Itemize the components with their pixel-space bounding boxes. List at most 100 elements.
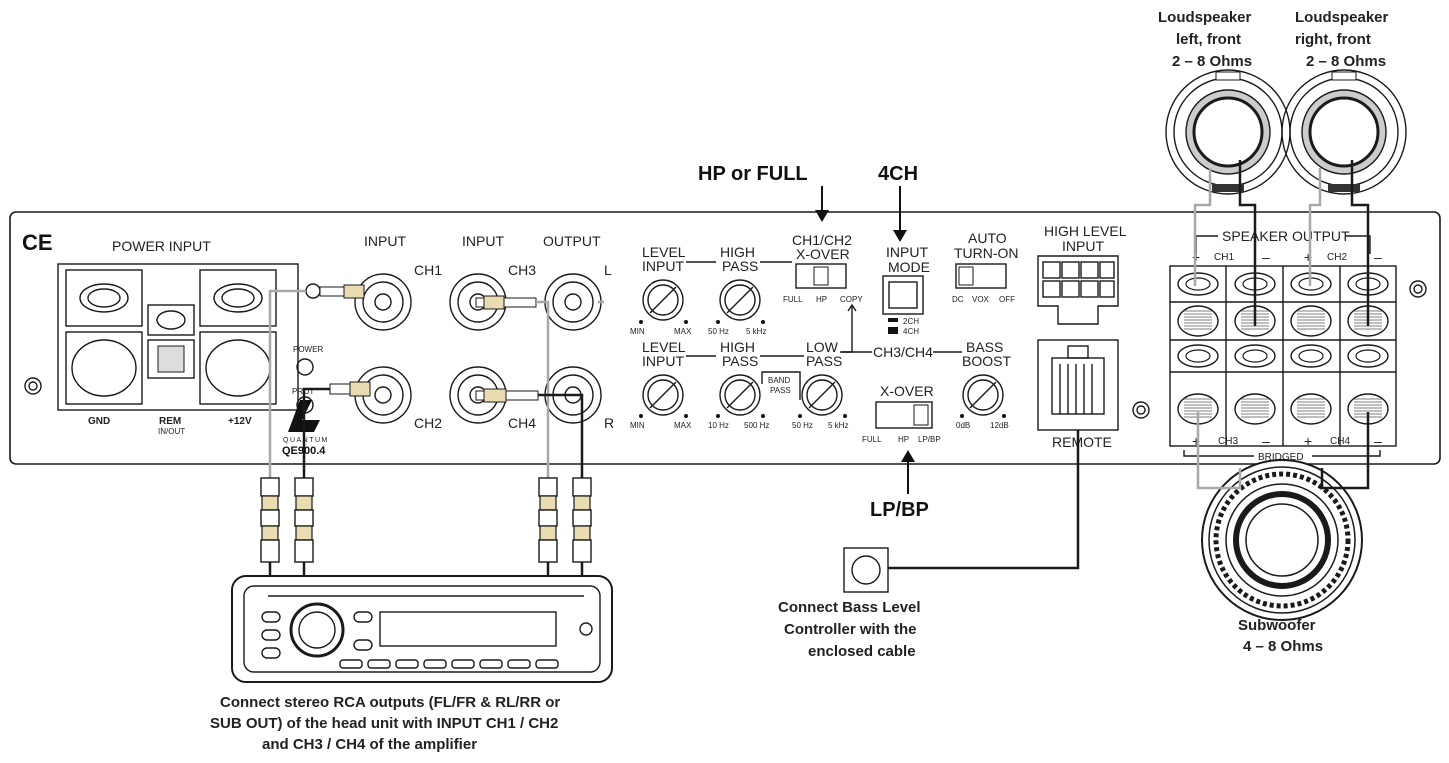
terminal-clamp-icon	[1290, 393, 1332, 425]
rear-highpass-knob[interactable]	[719, 374, 761, 416]
auto-turn-on-switch[interactable]	[955, 263, 1007, 289]
terminal-screw-icon[interactable]	[1347, 344, 1389, 368]
terminal-screw-icon[interactable]	[1234, 344, 1276, 368]
rear-level-min: MIN	[630, 421, 645, 430]
rear-lp-1: LOW	[806, 339, 839, 355]
rca-plug-ch3	[475, 295, 537, 310]
auto-2: TURN-ON	[954, 245, 1019, 261]
input-ch1-label: INPUT	[364, 233, 406, 249]
bass-caption-3: enclosed cable	[808, 643, 916, 660]
out-l-label: L	[604, 262, 612, 278]
mount-screw-left	[24, 377, 42, 395]
front-sw-full: FULL	[783, 295, 803, 304]
remote-cable	[888, 430, 1080, 570]
rear-xover-switch[interactable]	[875, 401, 933, 429]
power-terminal-block	[57, 263, 299, 411]
rca-plug-ch4	[475, 388, 539, 403]
high-level-2: INPUT	[1062, 238, 1104, 254]
rear-hp-2: PASS	[722, 353, 758, 369]
terminal-screw-icon[interactable]	[1177, 344, 1219, 368]
rca-plug-icon	[572, 477, 592, 497]
gnd-label: GND	[88, 416, 110, 427]
output-label: OUTPUT	[543, 233, 601, 249]
rca-jack-ch1[interactable]	[354, 273, 412, 331]
front-highpass-knob[interactable]	[719, 279, 761, 321]
input-mode-2: MODE	[888, 259, 930, 275]
bass-boost-min: 0dB	[956, 421, 970, 430]
out-r-label: R	[604, 415, 614, 431]
rear-level-knob[interactable]	[642, 374, 684, 416]
band-pass-2: PASS	[770, 386, 791, 395]
left-speaker-line3: 2 – 8 Ohms	[1172, 53, 1252, 70]
rear-sw-hp: HP	[898, 435, 909, 444]
rear-ch34: CH3/CH4	[873, 344, 933, 360]
bass-boost-max: 12dB	[990, 421, 1009, 430]
power-led	[296, 358, 314, 376]
ce-mark: CE	[22, 230, 53, 255]
rear-bass-1: BASS	[966, 339, 1003, 355]
remote-port[interactable]	[1037, 339, 1119, 431]
rear-hp-1: HIGH	[720, 339, 755, 355]
rear-hp-min: 10 Hz	[708, 421, 729, 430]
high-level-input-connector[interactable]	[1037, 255, 1119, 325]
subwoofer	[1201, 459, 1363, 621]
terminal-screw-icon[interactable]	[1177, 272, 1219, 296]
mode-4ch: 4CH	[903, 327, 919, 336]
right-speaker-line1: Loudspeaker	[1295, 9, 1389, 26]
auto-off: OFF	[999, 295, 1015, 304]
power-led-label: POWER	[293, 345, 323, 354]
rca-cable-plugs	[260, 477, 592, 580]
rear-lowpass-knob[interactable]	[801, 374, 843, 416]
subwoofer-line2: 4 – 8 Ohms	[1243, 638, 1323, 655]
rem-sub-label: IN/OUT	[158, 427, 185, 436]
bass-level-controller[interactable]	[843, 547, 889, 593]
sub-plus-cable	[1196, 412, 1242, 490]
loudspeaker-left-front	[1165, 69, 1291, 195]
brand-sub-label: QUANTUM	[283, 437, 329, 444]
front-level-knob[interactable]	[642, 279, 684, 321]
mode-2ch: 2CH	[903, 317, 919, 326]
remote-label: REMOTE	[1052, 434, 1112, 450]
rca-plug-icon	[260, 477, 280, 497]
rear-hp-max: 500 Hz	[744, 421, 769, 430]
sub-minus-cable	[1320, 412, 1370, 490]
bass-boost-knob[interactable]	[962, 374, 1004, 416]
left-speaker-line1: Loudspeaker	[1158, 9, 1252, 26]
mount-screw-mid	[1132, 401, 1150, 419]
terminal-clamp-icon	[1290, 305, 1332, 337]
rear-level-1: LEVEL	[642, 339, 686, 355]
front-hp-2: PASS	[722, 258, 758, 274]
terminal-clamp-icon	[1177, 305, 1219, 337]
auto-dc: DC	[952, 295, 964, 304]
rca-plug-icon	[538, 477, 558, 497]
rear-level-max: MAX	[674, 421, 692, 430]
ch3-minus: –	[1262, 433, 1270, 449]
rear-lp-max: 5 kHz	[828, 421, 848, 430]
front-sw-hp: HP	[816, 295, 827, 304]
sp-ch1-label: CH1	[1214, 252, 1234, 263]
input-mode-button[interactable]	[882, 275, 924, 315]
front-hp-1: HIGH	[720, 244, 755, 260]
ch4-label: CH4	[508, 415, 536, 431]
ch3-label: CH3	[508, 262, 536, 278]
ch3-plus: +	[1192, 433, 1200, 449]
rca-plug-ch2	[329, 381, 371, 397]
front-xover-switch[interactable]	[795, 263, 847, 289]
left-speaker-plus-cable	[1193, 168, 1212, 286]
headunit-caption-3: and CH3 / CH4 of the amplifier	[262, 736, 477, 753]
callout-lpbp: LP/BP	[870, 499, 929, 521]
auto-vox: VOX	[972, 295, 990, 304]
front-xover-2: X-OVER	[796, 246, 850, 262]
callout-hp-full: HP or FULL	[698, 163, 808, 185]
high-level-1: HIGH LEVEL	[1044, 223, 1127, 239]
loudspeaker-right-front	[1281, 69, 1407, 195]
headunit-caption-1: Connect stereo RCA outputs (FL/FR & RL/R…	[220, 694, 560, 711]
right-speaker-minus-cable	[1350, 160, 1370, 326]
terminal-screw-icon[interactable]	[1290, 344, 1332, 368]
rear-lp-2: PASS	[806, 353, 842, 369]
callout-4ch: 4CH	[878, 163, 918, 185]
plus12-label: +12V	[228, 416, 252, 427]
rear-xover-title: X-OVER	[880, 383, 934, 399]
rca-plug-icon	[294, 477, 314, 497]
rear-sw-lpbp: LP/BP	[918, 435, 941, 444]
